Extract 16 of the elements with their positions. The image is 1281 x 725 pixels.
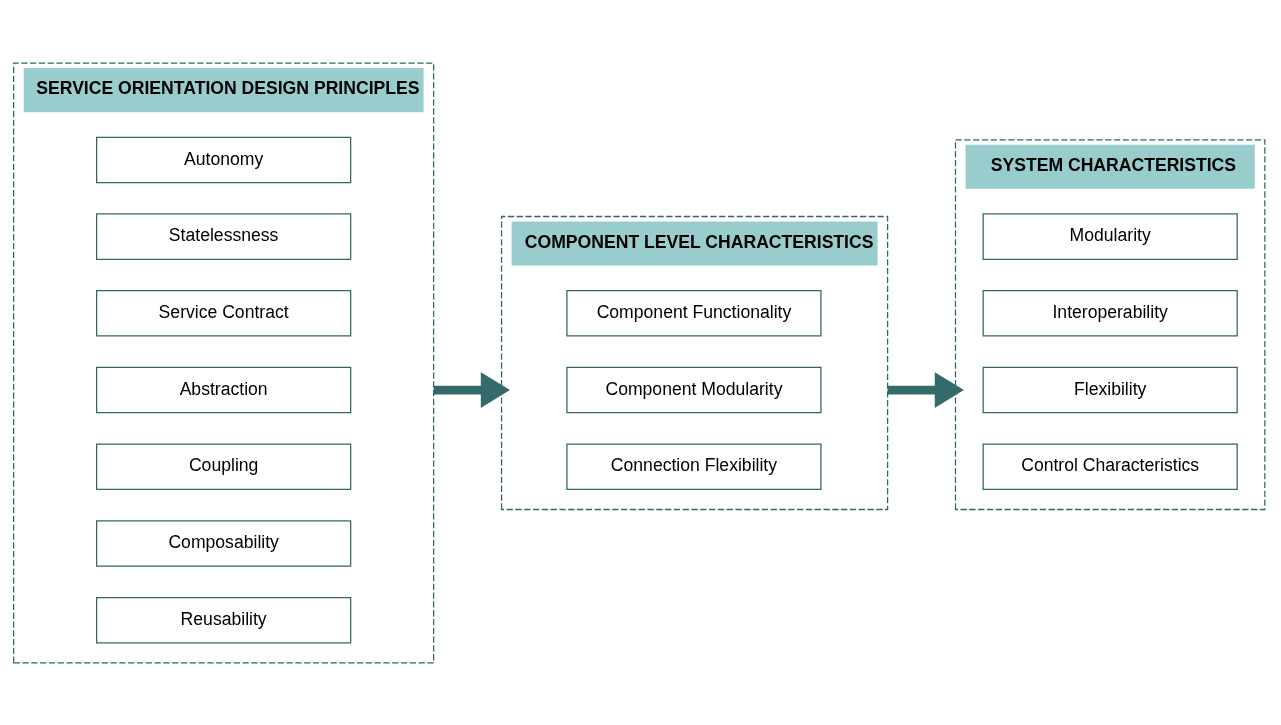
node-box: Modularity xyxy=(982,212,1238,260)
node-box: Connection Flexibility xyxy=(566,443,822,490)
node-box: Composability xyxy=(96,519,352,567)
node-box: Reusability xyxy=(96,596,352,643)
node-box: Control Characteristics xyxy=(982,443,1238,490)
arrow xyxy=(433,371,510,408)
node-box: Autonomy xyxy=(96,136,352,183)
node-box: Abstraction xyxy=(96,366,352,413)
node-box: Service Contract xyxy=(96,289,352,337)
node-box: Flexibility xyxy=(982,366,1238,413)
node-box: Interoperability xyxy=(982,289,1238,337)
node-box: Component Functionality xyxy=(566,289,822,337)
arrow xyxy=(887,371,964,408)
node-box: Coupling xyxy=(96,443,352,490)
node-box: Component Modularity xyxy=(566,366,822,413)
node-box: Statelessness xyxy=(96,212,352,260)
